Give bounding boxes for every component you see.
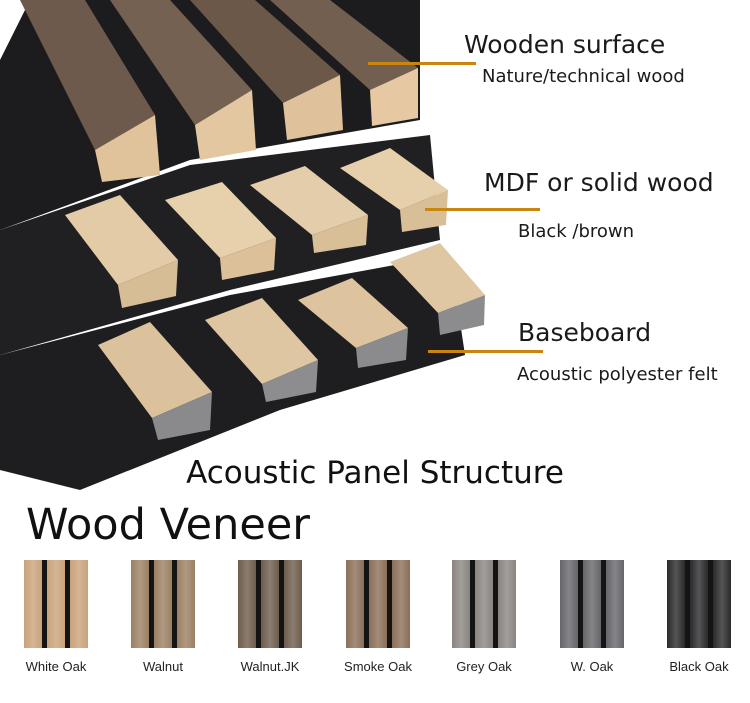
swatch-gap xyxy=(279,560,284,648)
mdf-slats xyxy=(65,148,448,308)
veneer-swatch xyxy=(346,560,410,648)
swatch-slat xyxy=(690,560,708,648)
wooden-surface-leader xyxy=(368,62,476,65)
veneer-swatch-label: Black Oak xyxy=(669,659,729,674)
swatch-slat xyxy=(70,560,88,648)
veneer-swatch xyxy=(24,560,88,648)
veneer-swatch-label: White Oak xyxy=(25,659,87,674)
swatch-slat xyxy=(583,560,601,648)
swatch-slat xyxy=(261,560,279,648)
veneer-swatch-label: Smoke Oak xyxy=(344,659,412,674)
swatch-slat xyxy=(346,560,364,648)
swatch-gap xyxy=(65,560,70,648)
swatch-slat xyxy=(369,560,387,648)
swatch-gap xyxy=(470,560,475,648)
swatch-gap xyxy=(256,560,261,648)
swatch-gap xyxy=(172,560,177,648)
veneer-swatch xyxy=(667,560,731,648)
baseboard-title: Baseboard xyxy=(518,318,652,347)
swatch-slat xyxy=(452,560,470,648)
swatch-slat xyxy=(47,560,65,648)
swatch-slat xyxy=(131,560,149,648)
swatch-gap xyxy=(493,560,498,648)
veneer-swatch-label: Walnut xyxy=(143,659,183,674)
swatch-gap xyxy=(578,560,583,648)
baseboard-subtitle: Acoustic polyester felt xyxy=(517,364,718,385)
wooden-surface-title: Wooden surface xyxy=(464,30,666,59)
wooden-surface-subtitle: Nature/technical wood xyxy=(482,66,685,87)
structure-title: Acoustic Panel Structure xyxy=(186,455,564,491)
swatch-slat xyxy=(560,560,578,648)
swatch-slat xyxy=(177,560,195,648)
veneer-swatch-label: W. Oak xyxy=(570,659,614,674)
veneer-swatch xyxy=(131,560,195,648)
swatch-gap xyxy=(708,560,713,648)
swatch-gap xyxy=(364,560,369,648)
swatch-gap xyxy=(685,560,690,648)
baseboard-leader xyxy=(428,350,543,353)
swatch-slat xyxy=(667,560,685,648)
swatch-slat xyxy=(606,560,624,648)
swatch-gap xyxy=(42,560,47,648)
swatch-slat xyxy=(238,560,256,648)
veneer-swatch xyxy=(452,560,516,648)
swatch-slat xyxy=(154,560,172,648)
veneer-swatch-label: Walnut.JK xyxy=(240,659,300,674)
veneer-swatch xyxy=(560,560,624,648)
baseboard-slats xyxy=(98,243,485,440)
veneer-title: Wood Veneer xyxy=(26,500,310,550)
swatch-slat xyxy=(475,560,493,648)
walnut-slats xyxy=(20,0,418,182)
mdf-subtitle: Black /brown xyxy=(518,221,635,242)
swatch-slat xyxy=(284,560,302,648)
mdf-leader xyxy=(425,208,540,211)
swatch-slat xyxy=(24,560,42,648)
swatch-slat xyxy=(498,560,516,648)
swatch-slat xyxy=(713,560,731,648)
swatch-gap xyxy=(387,560,392,648)
swatch-gap xyxy=(601,560,606,648)
swatch-gap xyxy=(149,560,154,648)
mdf-title: MDF or solid wood xyxy=(484,168,714,197)
swatch-slat xyxy=(392,560,410,648)
veneer-swatch-label: Grey Oak xyxy=(456,659,512,674)
veneer-swatch xyxy=(238,560,302,648)
